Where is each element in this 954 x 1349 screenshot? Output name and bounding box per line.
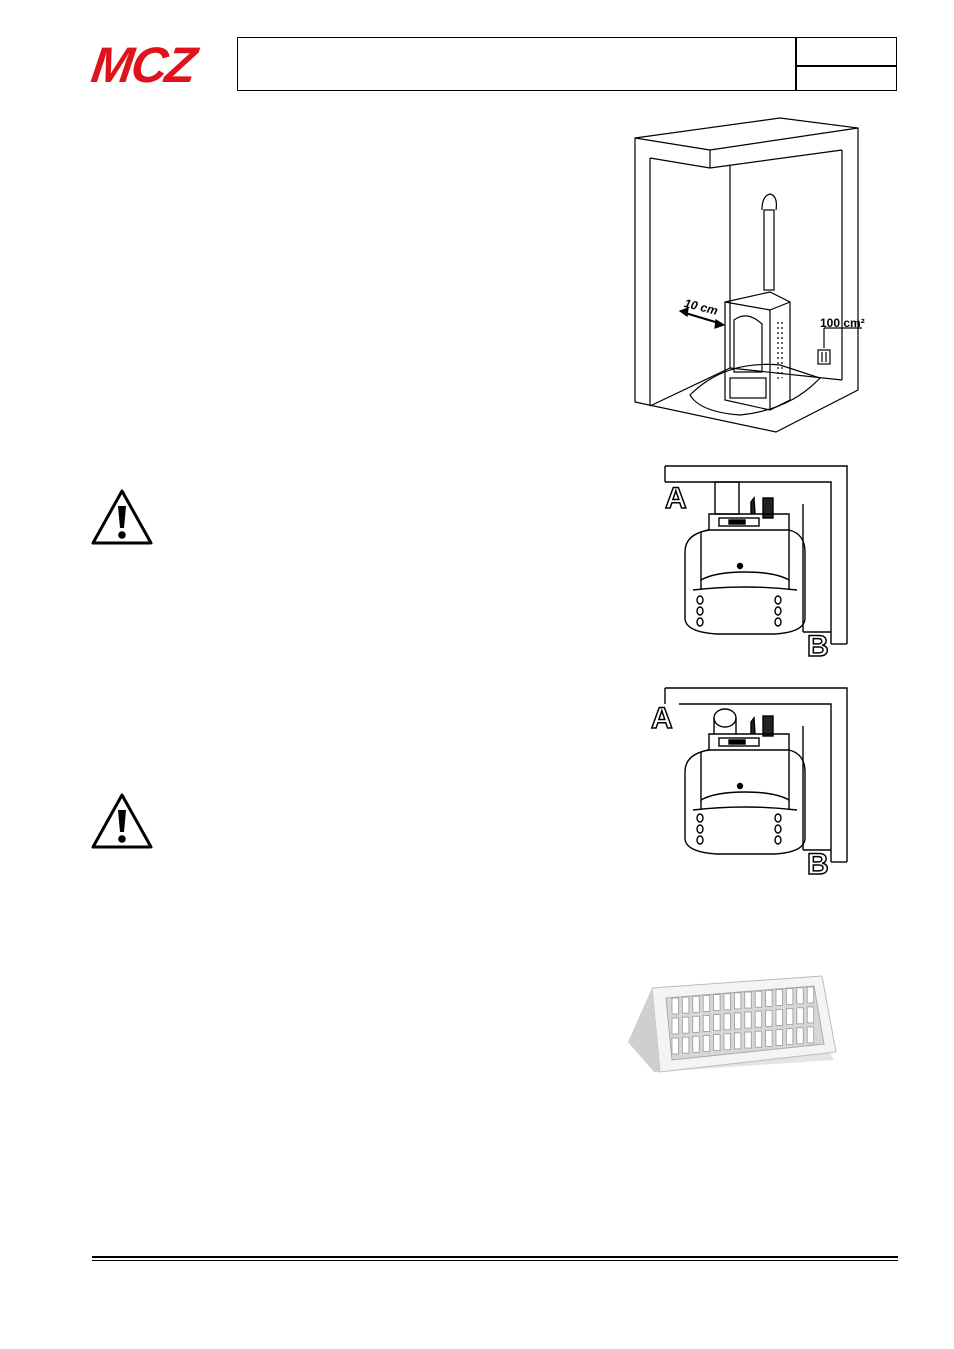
grille-slat [723,993,731,1011]
corner-top-label-b: B [806,630,829,663]
grille-slat [692,1015,700,1033]
grille-slat [702,995,711,1012]
grille-slat [806,1026,815,1044]
grille-slat [765,989,773,1007]
grille-slat [723,1033,731,1051]
grille-slat [713,1034,721,1051]
header-page-cell-bottom [795,65,897,91]
grille-slat [754,990,763,1008]
corner-installation-figure-top: A B [655,462,855,662]
grille-slat [682,1016,690,1034]
warning-triangle-icon [90,488,154,546]
grille-slat [785,988,794,1006]
room-drawing [634,117,862,433]
corner-installation-figure-bottom: A B [650,684,855,884]
footer-rule-thin [92,1260,898,1261]
grille-slat [765,1009,773,1027]
grille-slat [744,1031,752,1049]
grille-slat [796,1007,804,1025]
grille-slat [744,1011,752,1029]
grille-slat [775,989,783,1006]
grille-slat [806,986,815,1004]
grille-slat [734,1032,742,1050]
corner-bottom-label-a: A [650,702,673,735]
grille-slat [671,1037,679,1055]
vent-grille-drawing [628,975,837,1073]
grille-slat [734,1012,742,1030]
grille-slat [692,995,700,1013]
corner-drawing-top [664,465,848,645]
grille-slat [775,1029,783,1046]
corner-top-label-a: A [664,482,687,515]
grille-slat [713,1014,721,1031]
page-header: MCZ [0,0,954,100]
grille-slat [671,1017,679,1035]
header-page-cell-top [795,37,897,67]
grille-slat [682,1036,690,1054]
grille-slat [671,997,679,1015]
grille-slat [754,1010,763,1028]
corner-drawing-bottom [664,687,848,863]
vent-grille-figure [622,968,842,1088]
grille-slat [796,987,804,1005]
grille-slat [785,1028,794,1046]
grille-slat [765,1029,773,1047]
grille-slat [692,1035,700,1053]
header-title-cell [237,37,797,91]
warning-triangle-icon [90,792,154,850]
vent-area-label: 100 cm² [820,316,865,330]
grille-slat [734,992,742,1010]
mcz-logo: MCZ [88,37,199,93]
grille-slat [682,996,690,1014]
grille-slat [785,1008,794,1026]
room-installation-figure: 10 cm 100 cm² [630,110,870,440]
grille-slat [713,994,721,1012]
grille-slat [744,991,752,1009]
grille-slat [702,1035,711,1052]
footer-rule [92,1256,898,1258]
grille-slat [806,1006,815,1024]
grille-slat [702,1015,711,1032]
grille-slat [723,1013,731,1031]
grille-slat [754,1030,763,1048]
grille-slat [775,1009,783,1026]
grille-slat [796,1027,804,1045]
corner-bottom-label-b: B [806,848,829,881]
